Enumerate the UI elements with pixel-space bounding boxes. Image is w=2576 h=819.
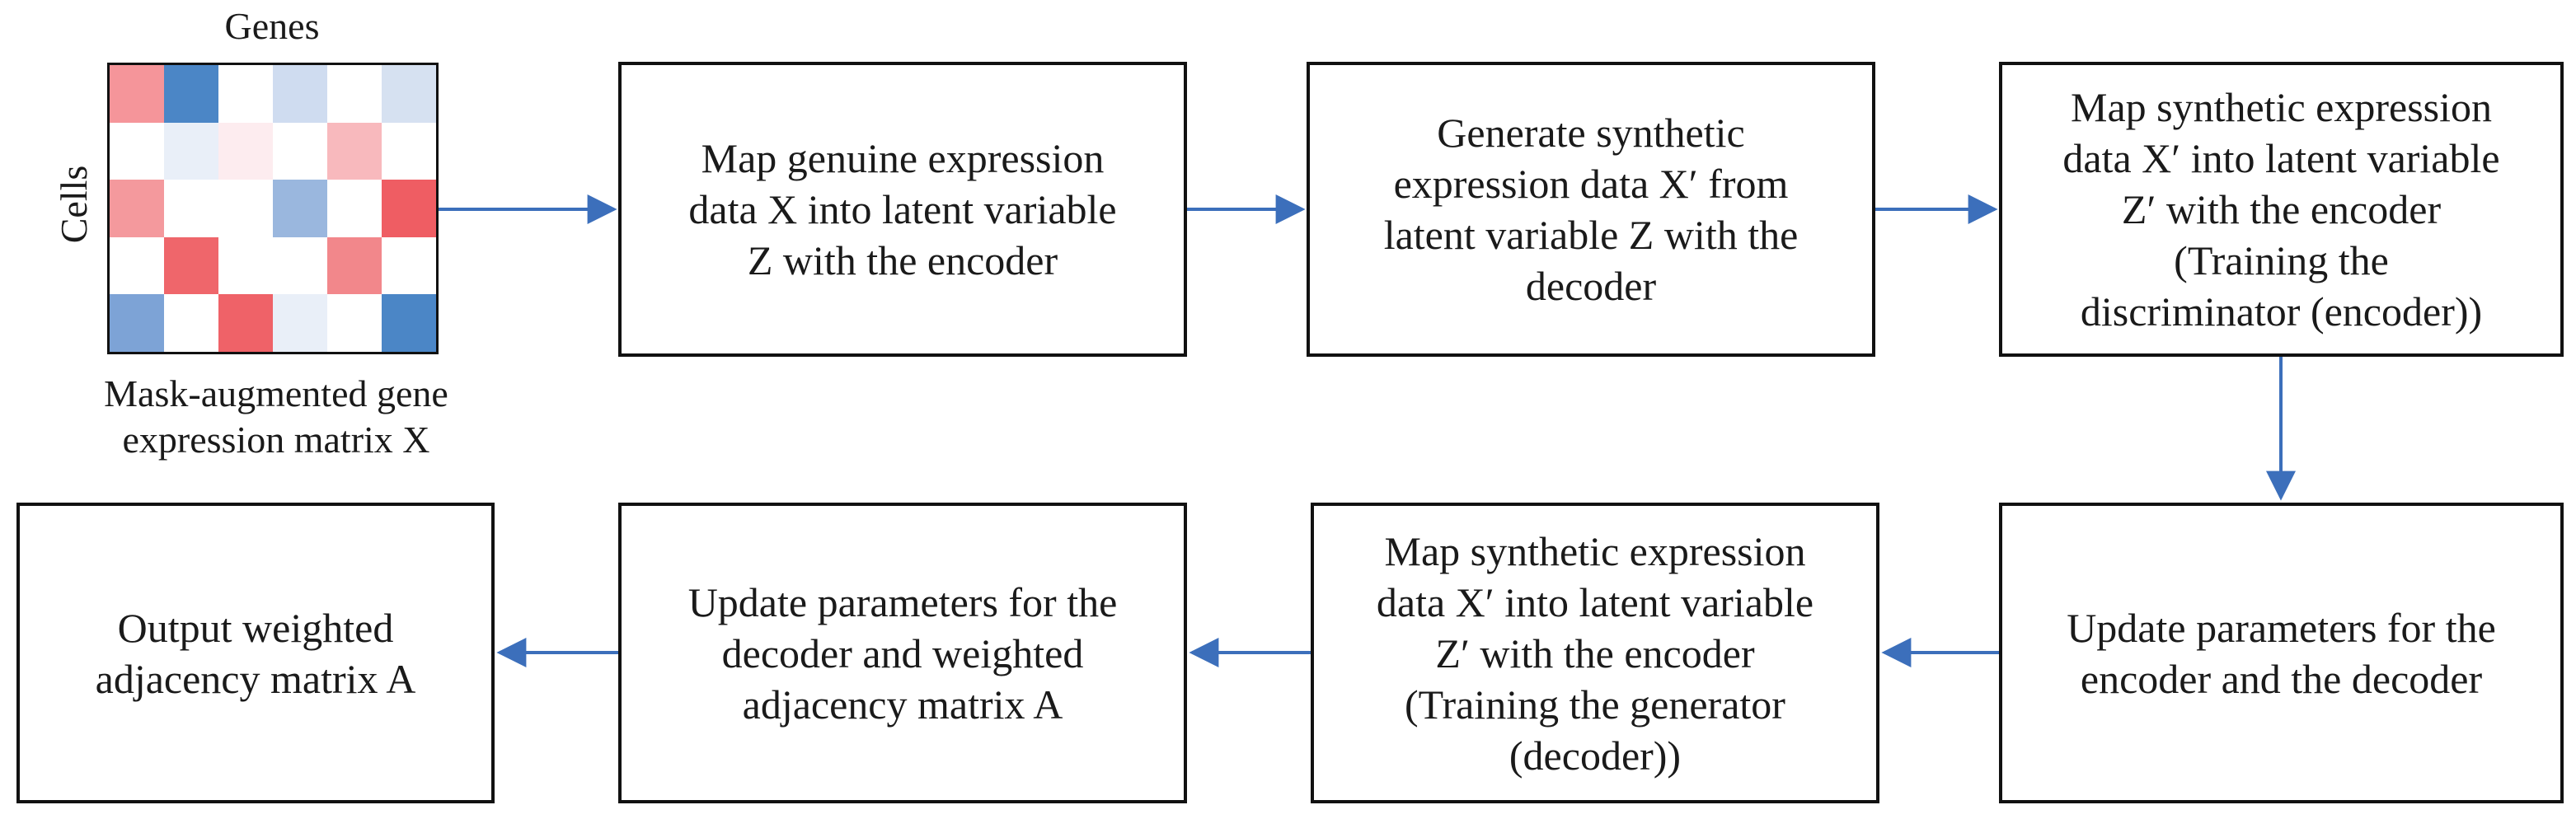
step-update-decoder-adjacency: Update parameters for the decoder and we… xyxy=(618,503,1187,803)
matrix-cell xyxy=(218,180,273,237)
matrix-cell xyxy=(327,180,382,237)
matrix-caption: Mask-augmented gene expression matrix X xyxy=(104,372,448,461)
matrix-cell xyxy=(382,122,436,180)
step-train-discriminator-text: Map synthetic expression data X′ into la… xyxy=(2062,84,2500,335)
step-train-discriminator: Map synthetic expression data X′ into la… xyxy=(1999,62,2564,357)
step-map-genuine-expression-text: Map genuine expression data X into laten… xyxy=(688,135,1117,283)
matrix-cell xyxy=(382,180,436,237)
matrix-cell xyxy=(110,180,164,237)
matrix-cell xyxy=(110,122,164,180)
matrix-cell xyxy=(110,65,164,123)
matrix-cell xyxy=(382,65,436,123)
matrix-cell xyxy=(218,122,273,180)
matrix-cell xyxy=(273,180,327,237)
matrix-cell xyxy=(110,236,164,295)
matrix-cell xyxy=(273,122,327,180)
matrix-cell xyxy=(164,180,218,237)
matrix-cell xyxy=(164,294,218,352)
step-train-generator-text: Map synthetic expression data X′ into la… xyxy=(1376,527,1814,779)
matrix-cell xyxy=(273,65,327,123)
matrix-cell xyxy=(273,236,327,295)
gene-expression-matrix xyxy=(107,63,439,354)
matrix-cell xyxy=(164,122,218,180)
matrix-cell xyxy=(327,122,382,180)
step-output-adjacency: Output weighted adjacency matrix A xyxy=(16,503,495,803)
step-train-generator: Map synthetic expression data X′ into la… xyxy=(1311,503,1879,803)
matrix-cell xyxy=(382,236,436,295)
matrix-cell xyxy=(327,294,382,352)
matrix-cell xyxy=(382,294,436,352)
matrix-cell xyxy=(110,294,164,352)
matrix-cell xyxy=(327,65,382,123)
matrix-cell xyxy=(164,65,218,123)
step-update-encoder-decoder-text: Update parameters for the encoder and th… xyxy=(2067,604,2496,702)
genes-label: Genes xyxy=(224,5,320,47)
step-generate-synthetic-text: Generate synthetic expression data X′ fr… xyxy=(1383,110,1799,309)
matrix-cell xyxy=(164,236,218,295)
matrix-cell xyxy=(218,294,273,352)
step-map-genuine-expression: Map genuine expression data X into laten… xyxy=(618,62,1187,357)
matrix-cell xyxy=(273,294,327,352)
step-generate-synthetic: Generate synthetic expression data X′ fr… xyxy=(1307,62,1875,357)
step-update-decoder-adjacency-text: Update parameters for the decoder and we… xyxy=(687,578,1118,728)
matrix-cell xyxy=(218,65,273,123)
step-output-adjacency-text: Output weighted adjacency matrix A xyxy=(95,604,416,702)
matrix-cell xyxy=(218,236,273,295)
matrix-cell xyxy=(327,236,382,295)
step-update-encoder-decoder: Update parameters for the encoder and th… xyxy=(1999,503,2564,803)
